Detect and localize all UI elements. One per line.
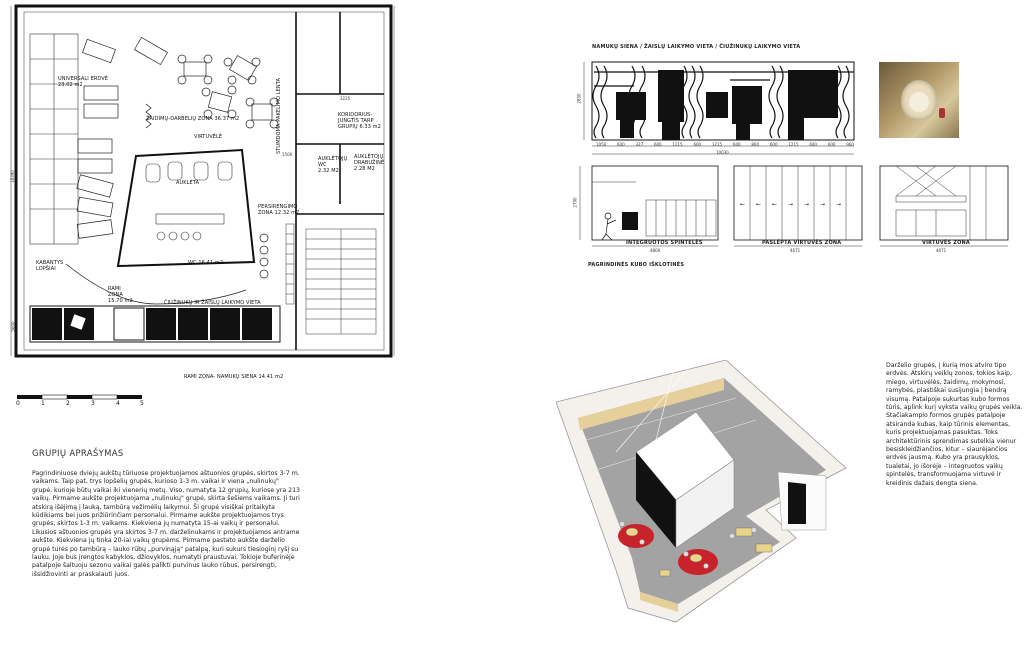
description-paragraph: Pagrindiniuose dviejų aukštų tūriuose pr…	[32, 470, 300, 578]
svg-text:→: →	[820, 201, 825, 208]
caption-built-in: INTEGRUOTOS SPINTELĖS	[626, 240, 703, 246]
dim-13: 600	[827, 142, 836, 147]
dim-6: 600	[693, 142, 702, 147]
label-universal-room: UNIVERSALI ERDVĖ 23.02 m2	[58, 76, 109, 88]
floor-plan: UNIVERSALI ERDVĖ 23.02 m2 ŽAIDIMŲ-DARBEL…	[6, 4, 398, 396]
label-teacher-wc: AUKLĖTOJŲ WC 2.32 M2	[318, 156, 348, 174]
scale-1: 1	[41, 400, 45, 407]
label-kitchenette: VIRTUVĖLĖ	[194, 134, 223, 140]
dim-11: 1215	[788, 142, 799, 147]
elevation-side-dim: 2650	[576, 93, 582, 104]
label-quiet-zone: RAMI ZONA 15.70 m2	[108, 286, 133, 304]
svg-text:→: →	[836, 201, 841, 208]
scale-5: 5	[140, 400, 144, 407]
axonometric-render	[555, 359, 856, 630]
scale-0: 0	[16, 400, 20, 407]
svg-text:←: ←	[740, 201, 745, 208]
elevation-side-dim-2: 2790	[572, 197, 578, 208]
label-corridor: KORIDORIUS- JUNGTIS TARP GRUPIŲ 6.33 m2	[338, 112, 381, 130]
label-bottom-caption: RAMI ZONA- NAMUKŲ SIENA 14.41 m2	[184, 374, 284, 380]
caption-hidden-kitchen-dim: 4671	[790, 248, 801, 253]
label-staircase: STUMDOMA PAKELIMO LENTA	[276, 77, 282, 154]
svg-text:←: ←	[756, 201, 761, 208]
label-wc-inner: AUKLĖTA	[176, 180, 200, 186]
dim-12: 600	[809, 142, 817, 147]
scale-bar: 0 1 2 3 4 5	[16, 394, 148, 414]
svg-text:←: ←	[772, 201, 777, 208]
svg-text:→: →	[804, 201, 809, 208]
floor-plan-drawing	[10, 4, 395, 358]
cube-elevations: ← ← ← → → → → 2790 INTEGRUOTOS SPINTELĖS 4800…	[572, 160, 1034, 260]
caption-built-in-dim: 4800	[650, 248, 661, 253]
right-description-paragraph: Darželio grupės, į kurią mos atviro tipo…	[886, 362, 1023, 487]
section-title: GRUPIŲ APRAŠYMAS	[32, 449, 124, 459]
dim-8: 600	[732, 142, 741, 147]
dim-4: 600	[653, 142, 662, 147]
label-work-zone: ŽAIDIMŲ-DARBELIŲ ZONA 36.37 m2	[146, 116, 240, 122]
svg-text:→: →	[788, 201, 793, 208]
dim-9: 800	[751, 142, 760, 147]
dim-2: 600	[617, 142, 625, 147]
caption-hidden-kitchen: PASLĖPTA VIRTUVĖS ZONA	[762, 240, 842, 246]
label-stroller-place: ČIUŽINUKŲ IR ŽAISLŲ LAIKYMO VIETA	[164, 300, 261, 306]
label-changing-zone: PERSIRENGIMO ZONA 12.32 m2	[258, 204, 300, 216]
label-hanging-beds: KABANTYS LOPŠIAI	[36, 260, 64, 272]
caption-kitchen: VIRTUVĖS ZONA	[922, 240, 970, 246]
dim-3: 327	[635, 142, 644, 147]
dim-1: 1050	[596, 142, 607, 147]
interior-photo	[879, 62, 959, 138]
house-wall-elevation: 2650 1050 600 327 600 1215 600 1215 600 …	[576, 58, 870, 158]
elevation-top-dims: 1050 600 327 600 1215 600 1215 600 800 6…	[596, 142, 854, 147]
label-teacher-wardrobe: AUKLĖTOJŲ DRABUŽINĖ 2.28 M2	[354, 154, 385, 172]
label-wc: WC 16.41 m2	[188, 260, 224, 266]
dim-left-2: 5600	[10, 321, 16, 332]
scale-2: 2	[66, 400, 70, 407]
dim-left: 18390	[9, 170, 15, 183]
caption-main-section: PAGRINDINĖS KUBO IŠKLOTINĖS	[588, 262, 685, 268]
dim-7: 1215	[711, 142, 723, 147]
dim-small: 1500	[282, 152, 293, 157]
dim-top: 3225	[340, 96, 351, 101]
dim-5: 1215	[672, 142, 683, 147]
dim-14: 960	[846, 142, 854, 147]
scale-3: 3	[91, 400, 95, 407]
elevation-title: NAMUKŲ SIENA / ŽAISLŲ LAIKYMO VIETA / ČI…	[592, 44, 801, 50]
dim-10: 600	[769, 142, 778, 147]
scale-4: 4	[116, 400, 120, 407]
elevation-total-dim: 10030	[716, 150, 729, 155]
caption-kitchen-dim: 4671	[936, 248, 947, 253]
